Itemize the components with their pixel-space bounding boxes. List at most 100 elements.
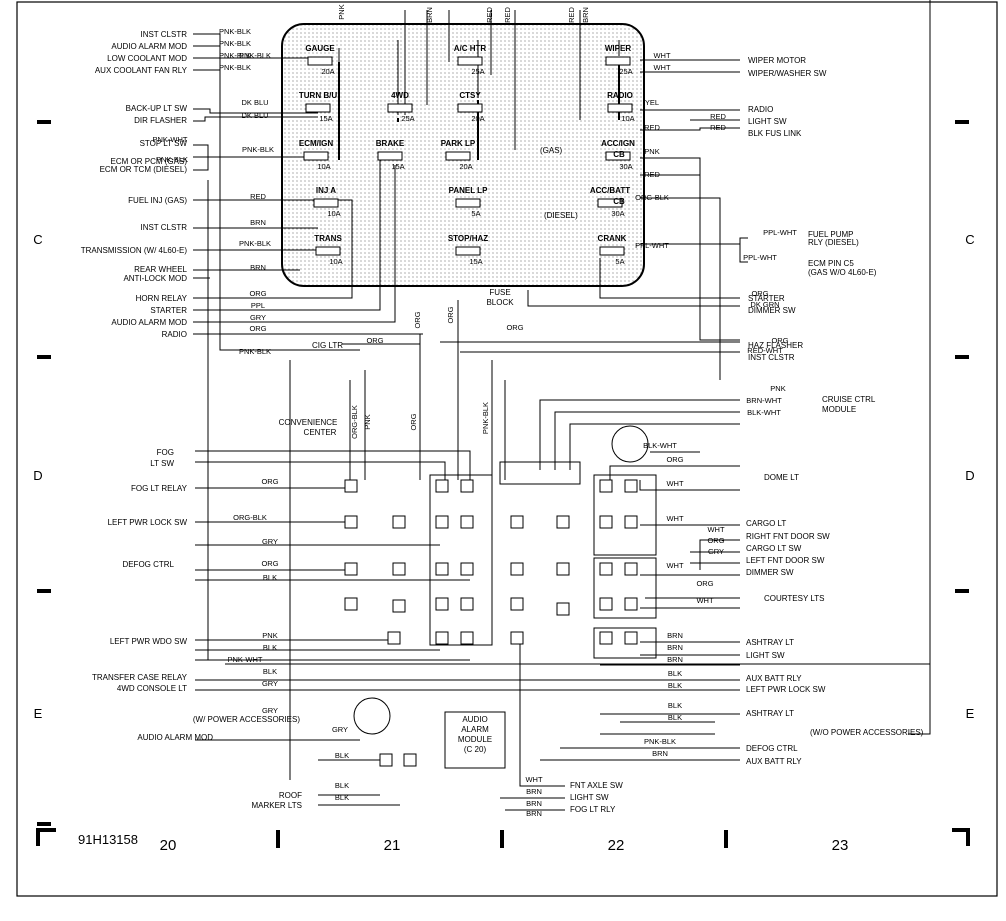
right-component-15: DOME LT: [764, 473, 799, 482]
terminal-cell-11: [460, 515, 474, 529]
fuse-element: [445, 151, 471, 161]
wire-label-19: PNK-BLK: [239, 347, 271, 356]
fuse-amp-11: 15A: [469, 257, 482, 266]
wire-label-24: RED: [710, 112, 726, 121]
fuse-name-16: CRANK: [598, 234, 627, 243]
wire-label-49: WHT: [696, 596, 713, 605]
wire-label-1: PNK-BLK: [219, 39, 251, 48]
right-component-1: WIPER/WASHER SW: [748, 69, 827, 78]
fuse-element: [313, 198, 339, 208]
right-component-18: CARGO LT SW: [746, 544, 802, 553]
wire-label-54: BLK: [668, 681, 682, 690]
right-component-31: LIGHT SW: [570, 793, 609, 802]
fuse-element: [455, 246, 481, 256]
left-component-5: DIR FLASHER: [134, 116, 187, 125]
wire-label-14: ORG: [249, 289, 266, 298]
fuse-block-label-0: FUSE: [489, 288, 510, 297]
fuse-amp-1: 15A: [319, 114, 332, 123]
left-component-24: TRANSFER CASE RELAY: [92, 673, 188, 682]
wire-label-12: PNK-BLK: [239, 239, 271, 248]
column-number-21: 21: [384, 837, 401, 854]
gas-label: (GAS): [540, 146, 563, 155]
left-component-21: LEFT PWR LOCK SW: [108, 518, 188, 527]
wire-label-56: BLK: [668, 713, 682, 722]
wire-label-10: RED: [250, 192, 266, 201]
left-component-30: CIG LTR: [312, 341, 343, 350]
terminal-cell-29: [599, 562, 613, 576]
wire-label-9: PNK-BLK: [156, 155, 188, 164]
wire-label-43: WHT: [666, 514, 683, 523]
right-component-23: LIGHT SW: [746, 651, 785, 660]
fuse-amp-16: 5A: [615, 257, 624, 266]
right-component-17: RIGHT FNT DOOR SW: [746, 532, 830, 541]
terminal-cell-23: [556, 562, 570, 576]
wire-label-61: ORG: [261, 477, 278, 486]
wire-label-36: RED-WHT: [747, 346, 783, 355]
wire-label-0: PNK-BLK: [219, 27, 251, 36]
left-component-9: FUEL INJ (GAS): [128, 196, 187, 205]
fuse-amp-2: 10A: [317, 162, 330, 171]
wire-label-5: DK BLU: [241, 98, 268, 107]
fuse-element: [599, 246, 625, 256]
left-component-18: FOG: [157, 448, 174, 457]
wire-label-89: PNK: [337, 4, 346, 19]
fuse-name-12: WIPER: [605, 44, 631, 53]
fuse-name-3: INJ A: [316, 186, 336, 195]
fuse-amp-8: 20A: [471, 114, 484, 123]
left-component-12: REAR WHEEL: [134, 265, 187, 274]
left-component-19: LT SW: [150, 459, 174, 468]
row-letter-right-C: C: [965, 232, 974, 247]
wire-label-47: WHT: [666, 561, 683, 570]
wire-label-23: RED: [644, 123, 660, 132]
wire-label-2: PNK-BLK: [219, 51, 251, 60]
right-component-12: INST CLSTR: [748, 353, 795, 362]
fuse-name-7: A/C HTR: [454, 44, 487, 53]
fuse-amp-0: 20A: [321, 67, 334, 76]
fuse-name-5: 4WD: [391, 91, 409, 100]
wire-label-6: DK BLU: [241, 111, 268, 120]
wire-label-3: PNK-BLK: [219, 63, 251, 72]
fuse-amp-7: 25A: [471, 67, 484, 76]
left-component-16: AUDIO ALARM MOD: [111, 318, 187, 327]
fuse-amp-10: 5A: [471, 209, 480, 218]
right-component-30: FNT AXLE SW: [570, 781, 623, 790]
wire-label-63: GRY: [262, 537, 278, 546]
terminal-cell-4: [392, 515, 406, 529]
fuse-name-6: BRAKE: [376, 139, 405, 148]
terminal-cell-34: [624, 631, 638, 645]
right-component-28: DEFOG CTRL: [746, 744, 798, 753]
wire-label-64: ORG: [261, 559, 278, 568]
terminal-cell-19: [510, 562, 524, 576]
wire-label-40: BLK-WHT: [643, 441, 677, 450]
fuse-amp-6: 15A: [391, 162, 404, 171]
wire-label-42: WHT: [666, 479, 683, 488]
page-border: [16, 1, 998, 897]
audio-alarm-module-label-1: ALARM: [461, 725, 489, 734]
wire-label-50: BRN: [667, 631, 683, 640]
right-component-5: FUEL PUMP: [808, 230, 854, 239]
right-component-7: ECM PIN C5: [808, 259, 854, 268]
wire-label-57: PNK-BLK: [644, 737, 676, 746]
wire-label-74: WHT: [525, 775, 542, 784]
figure-id: 91H13158: [78, 832, 138, 847]
right-component-25: LEFT PWR LOCK SW: [746, 685, 826, 694]
right-component-11: HAZ FLASHER: [748, 341, 803, 350]
fuse-name-1: TURN B/U: [299, 91, 337, 100]
terminal-cell-8: [435, 479, 449, 493]
fuse-name-2: ECM/IGN: [299, 139, 333, 148]
terminal-cell-13: [460, 562, 474, 576]
left-component-17: RADIO: [162, 330, 187, 339]
left-component-11: TRANSMISSION (W/ 4L60-E): [81, 246, 188, 255]
column-number-22: 22: [608, 837, 625, 854]
left-component-8: ECM OR TCM (DIESEL): [100, 165, 188, 174]
left-component-3: AUX COOLANT FAN RLY: [95, 66, 188, 75]
wire-label-53: BLK: [668, 669, 682, 678]
cell-group-3: [593, 627, 657, 659]
wire-label-62: ORG-BLK: [233, 513, 267, 522]
wire-label-34: ORG: [751, 289, 768, 298]
left-component-7: ECM OR PCM (GAS): [111, 157, 188, 166]
wire-label-81: PNK-BLK: [481, 402, 490, 434]
